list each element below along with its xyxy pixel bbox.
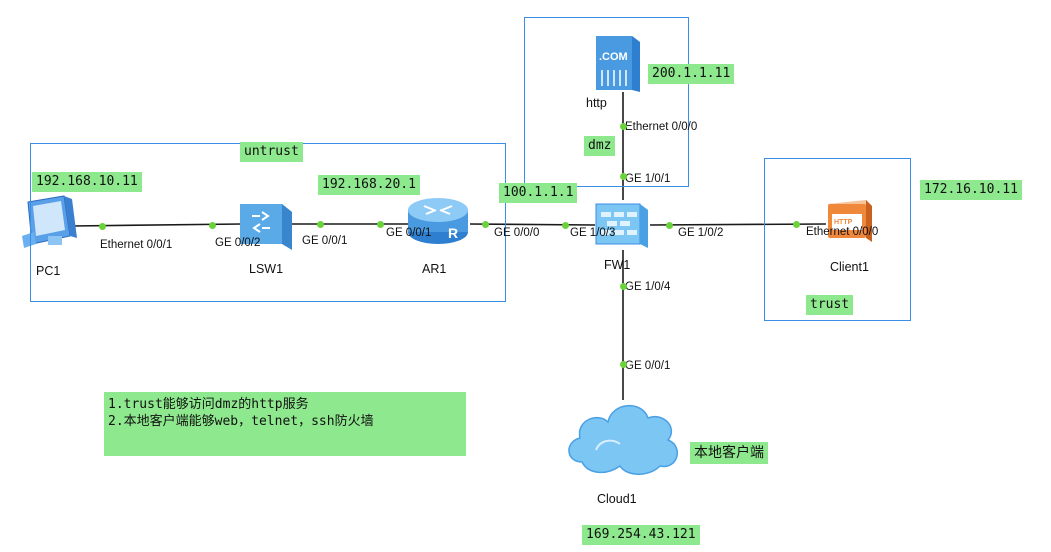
port-label-ar-ge000: GE 0/0/0 [494, 227, 540, 239]
zone-trust-box [764, 158, 911, 321]
zone-trust-label: trust [806, 295, 854, 315]
port-label-client-eth: Ethernet 0/0/0 [806, 226, 879, 238]
router-icon[interactable]: R [408, 198, 468, 244]
cloud-icon[interactable] [568, 404, 678, 475]
http-client-icon[interactable]: HTTP [828, 200, 872, 242]
http-logo-text: .COM [599, 51, 628, 63]
web-server-icon[interactable]: .COM [596, 36, 640, 92]
port-dot [665, 221, 673, 229]
requirements-note: 1.trust能够访问dmz的http服务 2.本地客户端能够web，telne… [104, 392, 466, 456]
port-dot [98, 222, 106, 230]
port-label-fw-ge102: GE 1/0/2 [678, 227, 724, 239]
device-name-lsw1: LSW1 [249, 262, 284, 276]
port-dot [792, 220, 800, 228]
port-label-lsw-ge001: GE 0/0/1 [302, 235, 348, 247]
requirement-line-2: 2.本地客户端能够web，telnet，ssh防火墙 [108, 414, 374, 429]
zone-untrust-label: untrust [240, 142, 303, 162]
ip-label-http: 200.1.1.11 [648, 64, 735, 84]
ip-label-client1: 172.16.10.11 [920, 180, 1022, 200]
port-label-cloud-ge001: GE 0/0/1 [625, 360, 671, 372]
device-name-http: http [586, 96, 607, 110]
port-dot [619, 282, 627, 290]
port-dot [619, 122, 627, 130]
http-client-logo-text: HTTP [834, 219, 853, 226]
port-dot [208, 221, 216, 229]
port-dot [376, 220, 384, 228]
pc-icon[interactable] [22, 195, 77, 248]
port-dot [619, 360, 627, 368]
ip-label-pc1: 192.168.10.11 [32, 172, 142, 192]
zone-dmz-box [524, 17, 689, 187]
port-dot [561, 221, 569, 229]
port-label-http-eth: Ethernet 0/0/0 [625, 121, 698, 133]
switch-icon[interactable] [240, 204, 292, 250]
port-label-lsw-ge002: GE 0/0/2 [215, 237, 261, 249]
port-label-fw-ge103: GE 1/0/3 [570, 227, 616, 239]
port-label-pc1-eth: Ethernet 0/0/1 [100, 239, 173, 251]
ip-label-ar1: 192.168.20.1 [318, 175, 420, 195]
ip-label-fw-untrust: 100.1.1.1 [499, 183, 578, 203]
port-label-fw-ge101: GE 1/0/1 [625, 173, 671, 185]
port-dot [619, 172, 627, 180]
firewall-icon[interactable] [595, 203, 648, 248]
port-label-fw-ge104: GE 1/0/4 [625, 281, 671, 293]
requirement-line-1: 1.trust能够访问dmz的http服务 [108, 397, 309, 412]
device-name-cloud1: Cloud1 [597, 492, 637, 506]
device-name-client1: Client1 [830, 260, 869, 274]
ip-label-cloud1: 169.254.43.121 [582, 525, 700, 545]
zone-dmz-label: dmz [584, 136, 616, 156]
link-ar1-fw1 [469, 223, 596, 226]
device-name-ar1: AR1 [422, 262, 447, 276]
port-dot [481, 220, 489, 228]
port-label-ar-ge001: GE 0/0/1 [386, 227, 432, 239]
svg-text:R: R [448, 225, 458, 241]
device-name-pc1: PC1 [36, 264, 61, 278]
cloud-caption-label: 本地客户端 [690, 442, 768, 464]
device-name-fw1: FW1 [604, 258, 631, 272]
port-dot [316, 220, 324, 228]
